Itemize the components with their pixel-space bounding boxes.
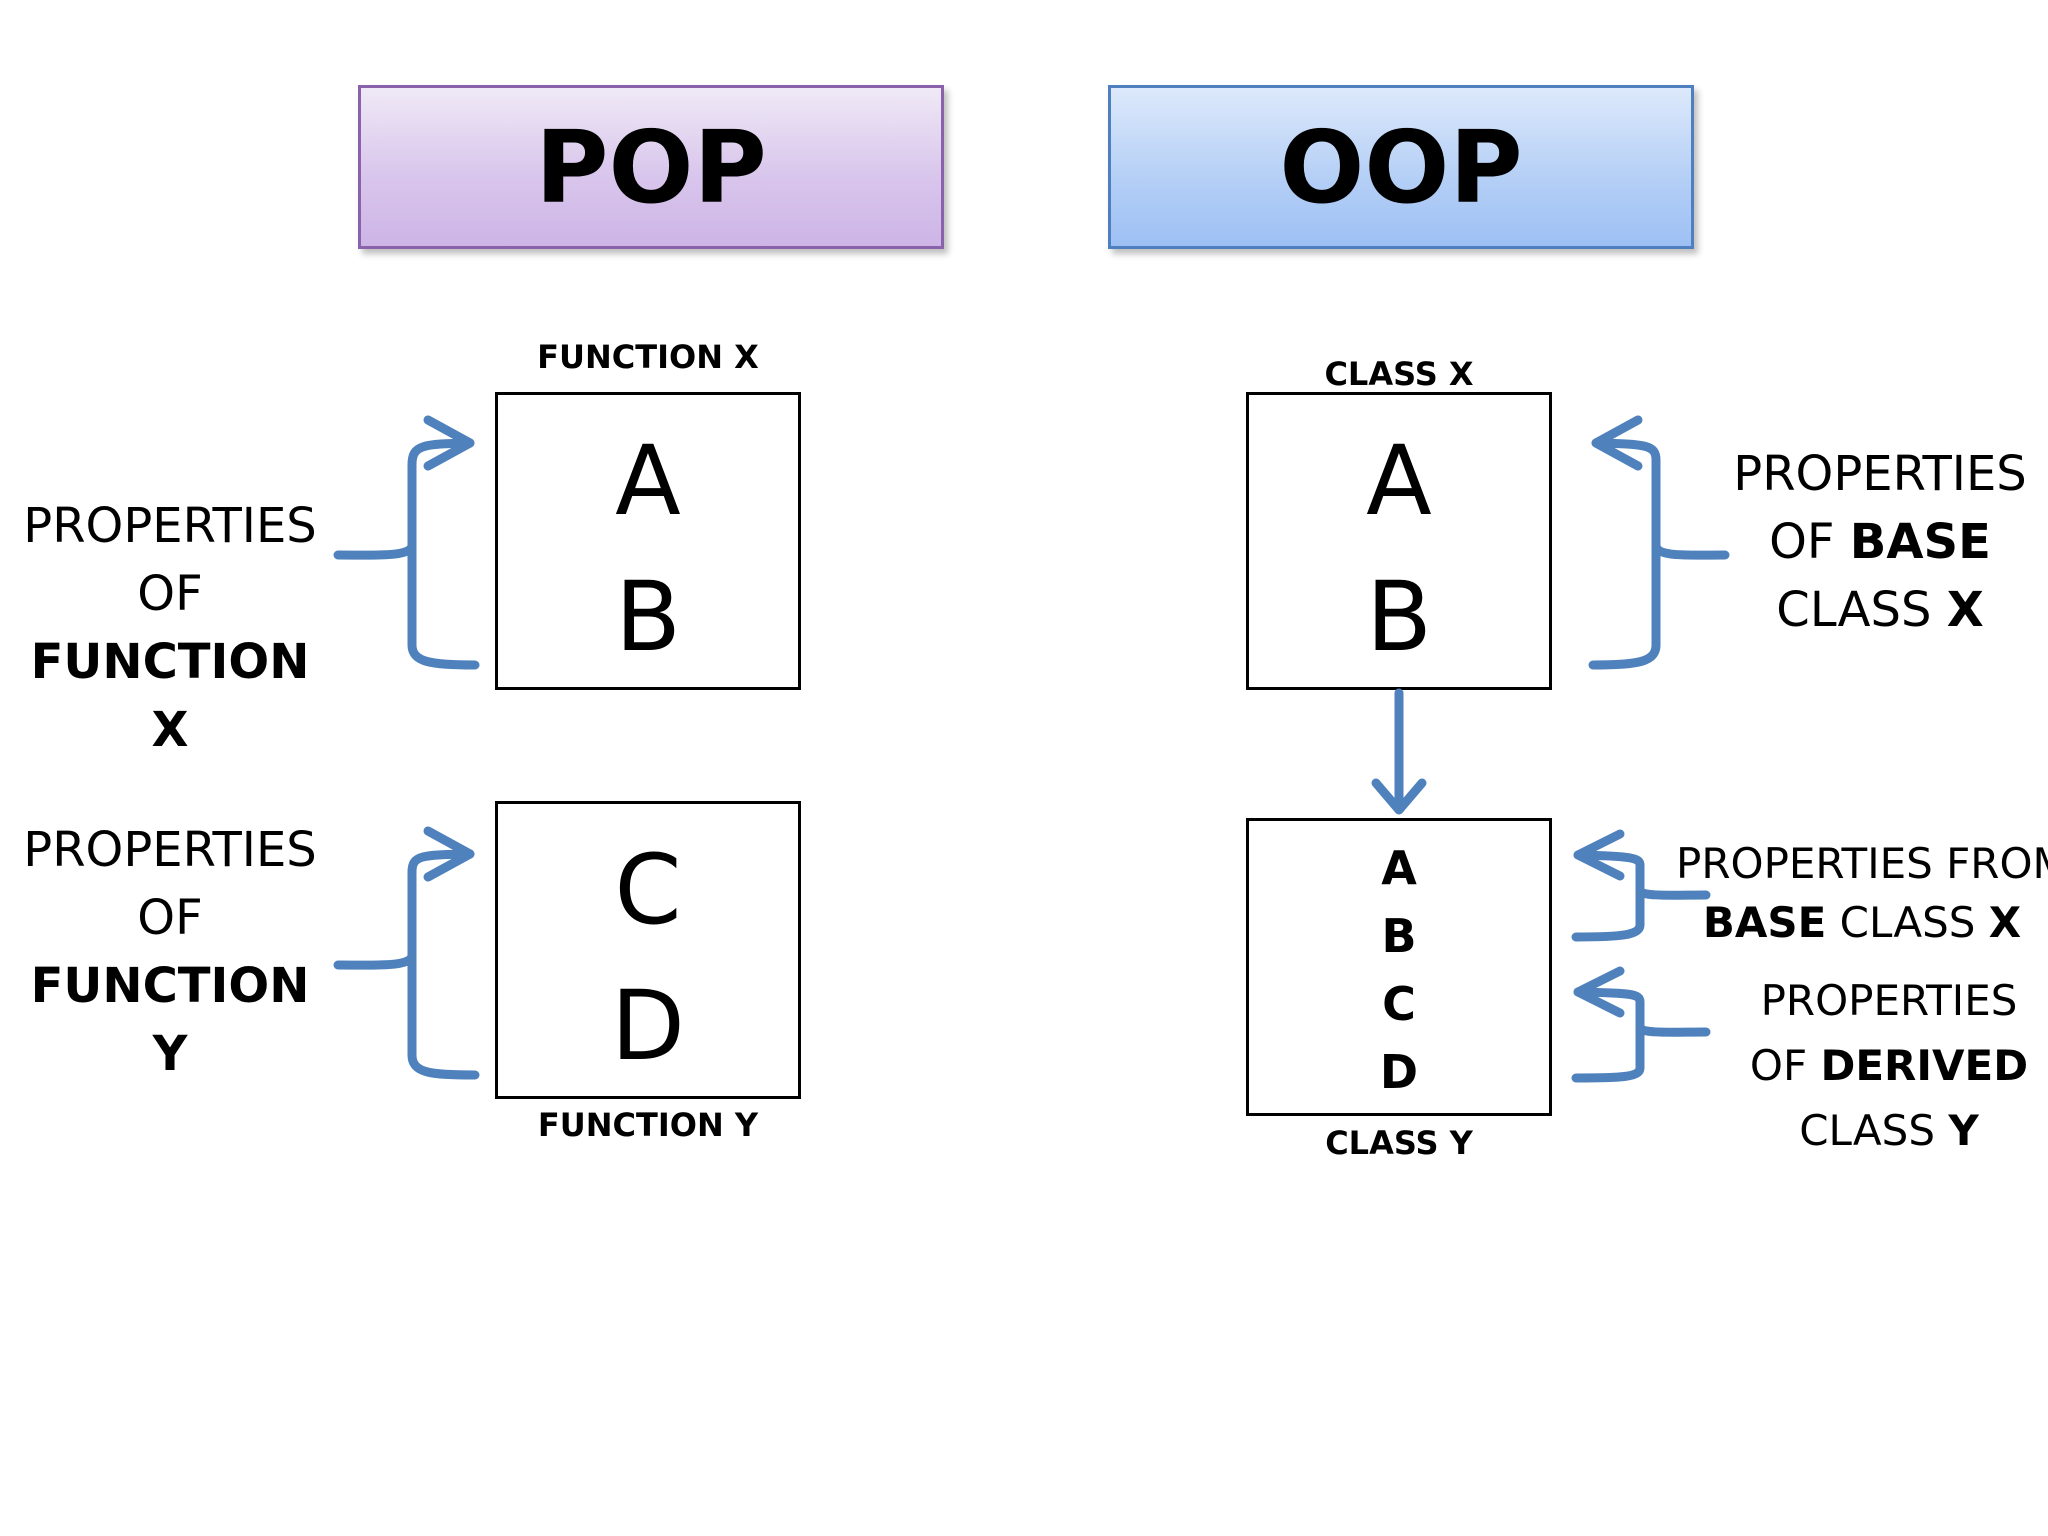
class-x-letter-a: A <box>1366 425 1432 537</box>
inheritance-arrowhead <box>1371 778 1427 815</box>
properties-of-function-y-label: PROPERTIES OF FUNCTION Y <box>23 822 317 1082</box>
brace-function-y <box>333 849 480 1080</box>
brace-from-base-class <box>1571 850 1711 942</box>
properties-of-function-x-label: PROPERTIES OF FUNCTION X <box>23 498 317 758</box>
arrowhead-function-x <box>423 415 475 471</box>
class-x-letter-b: B <box>1366 561 1432 673</box>
oop-header: OOP <box>1108 85 1694 249</box>
brace-base-class-x <box>1588 438 1730 670</box>
function-x-letter-a: A <box>615 425 681 537</box>
properties-from-base-class-x-label: PROPERTIES FROM BASE CLASS X <box>1676 839 2048 947</box>
arrowhead-base-class-x <box>1591 415 1643 471</box>
pop-header: POP <box>358 85 944 249</box>
function-y-caption: FUNCTION Y <box>537 1106 759 1144</box>
class-y-letter-a: A <box>1381 841 1417 895</box>
function-x-box: A B <box>495 392 801 690</box>
class-y-letter-c: C <box>1382 977 1416 1031</box>
function-x-letter-b: B <box>615 561 681 673</box>
arrowhead-from-base-class <box>1573 829 1625 881</box>
class-y-letter-b: B <box>1381 909 1417 963</box>
brace-derived-class <box>1571 987 1711 1083</box>
arrowhead-derived-class <box>1573 966 1625 1018</box>
class-x-caption: CLASS X <box>1324 355 1474 393</box>
brace-function-x <box>333 438 480 670</box>
function-y-letter-c: C <box>614 834 682 946</box>
arrowhead-function-y <box>423 826 475 882</box>
class-x-box: A B <box>1246 392 1552 690</box>
class-y-box: A B C D <box>1246 818 1552 1116</box>
function-x-caption: FUNCTION X <box>537 338 759 376</box>
class-y-letter-d: D <box>1379 1045 1419 1099</box>
properties-of-derived-class-y-label: PROPERTIES OF DERIVED CLASS Y <box>1749 976 2029 1155</box>
function-y-letter-d: D <box>611 970 685 1082</box>
properties-of-base-class-x-label: PROPERTIES OF BASE CLASS X <box>1733 446 2027 638</box>
class-y-caption: CLASS Y <box>1325 1124 1473 1162</box>
function-y-box: C D <box>495 801 801 1099</box>
